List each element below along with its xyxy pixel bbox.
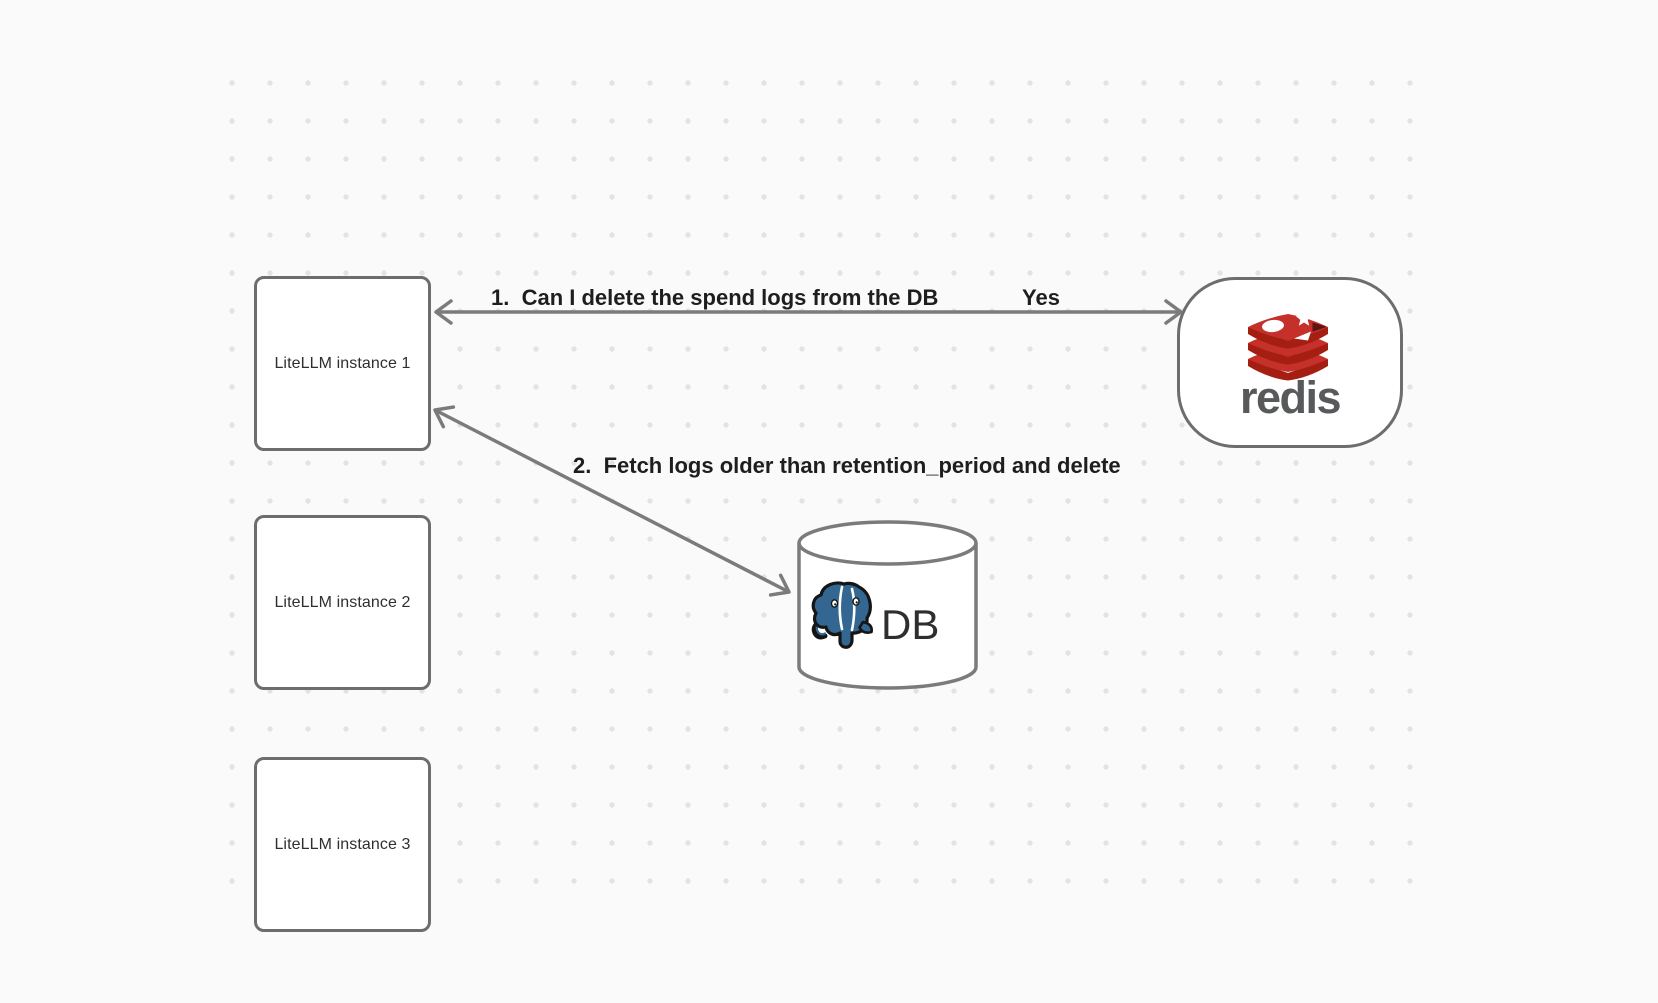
node-litellm-instance-1[interactable]: LiteLLM instance 1 bbox=[254, 276, 431, 451]
arrow2-label[interactable]: 2. Fetch logs older than retention_perio… bbox=[573, 453, 1121, 478]
redis-wordmark: redis bbox=[1239, 372, 1342, 423]
arrow1-label[interactable]: 1. Can I delete the spend logs from the … bbox=[491, 285, 939, 310]
node-label: LiteLLM instance 2 bbox=[274, 593, 411, 611]
arrow1-answer-label[interactable]: Yes bbox=[1022, 285, 1060, 310]
node-label: LiteLLM instance 3 bbox=[274, 835, 411, 853]
node-litellm-instance-2[interactable]: LiteLLM instance 2 bbox=[254, 515, 431, 690]
node-label: LiteLLM instance 1 bbox=[274, 354, 411, 372]
node-litellm-instance-3[interactable]: LiteLLM instance 3 bbox=[254, 757, 431, 932]
db-node-label: DB bbox=[881, 601, 940, 648]
